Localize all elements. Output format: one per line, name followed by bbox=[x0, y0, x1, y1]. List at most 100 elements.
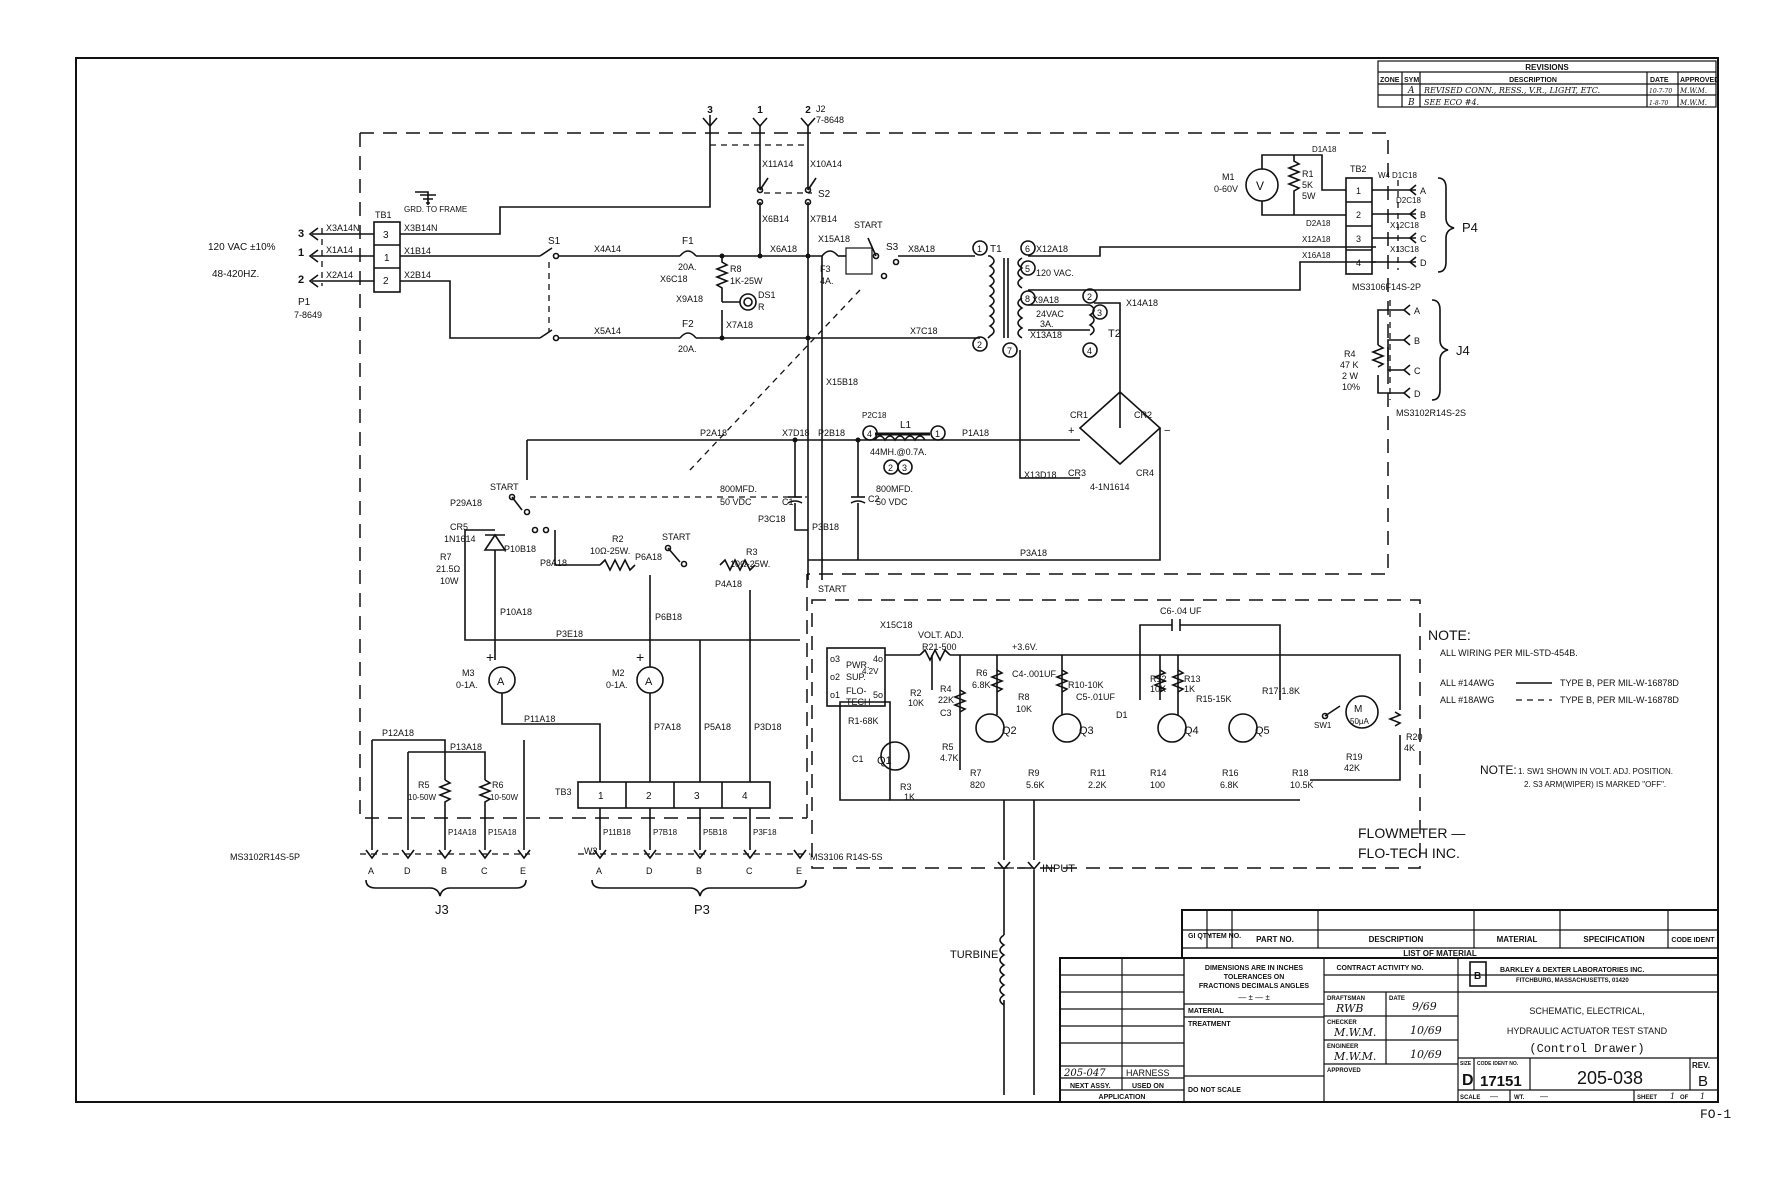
svg-text:+: + bbox=[1068, 425, 1074, 437]
start-switch-left[interactable]: START bbox=[490, 482, 550, 534]
voltmeter-m1: V M1 0-60V bbox=[1214, 168, 1279, 202]
svg-text:P3B18: P3B18 bbox=[812, 522, 839, 532]
svg-text:V: V bbox=[1256, 179, 1264, 193]
p1-connector-pn: 7-8649 bbox=[294, 310, 322, 320]
svg-text:D1A18: D1A18 bbox=[1312, 145, 1337, 154]
company-name: BARKLEY & DEXTER LABORATORIES INC. bbox=[1500, 967, 1644, 974]
svg-text:M.W.M.: M.W.M. bbox=[1333, 1050, 1376, 1063]
rev-header-approved: APPROVED bbox=[1680, 77, 1719, 84]
s3-start-switch[interactable]: START S3 bbox=[845, 220, 900, 280]
svg-text:X12C18: X12C18 bbox=[1390, 221, 1419, 230]
svg-text:3A.: 3A. bbox=[1040, 319, 1054, 329]
svg-text:F3: F3 bbox=[820, 264, 831, 274]
svg-text:2. S3 ARM(WIPER) IS MARKED "OF: 2. S3 ARM(WIPER) IS MARKED "OFF". bbox=[1524, 780, 1666, 789]
capacitor-c2: C2 800MFD. 50 VDC bbox=[850, 440, 913, 507]
svg-text:R20: R20 bbox=[1406, 732, 1423, 742]
svg-text:DATE: DATE bbox=[1389, 996, 1405, 1002]
j3-brace bbox=[365, 879, 527, 897]
s1-switch[interactable]: S1 bbox=[539, 236, 561, 342]
svg-text:START: START bbox=[662, 532, 691, 542]
resistor-r8: R8 1K-25W bbox=[714, 256, 763, 302]
svg-text:X6B14: X6B14 bbox=[762, 214, 789, 224]
svg-text:P11B18: P11B18 bbox=[603, 828, 631, 837]
transistor-q1: Q1 bbox=[877, 741, 910, 771]
svg-text:4-1N1614: 4-1N1614 bbox=[1090, 482, 1130, 492]
svg-text:2.2K: 2.2K bbox=[1088, 780, 1107, 790]
svg-text:1: 1 bbox=[384, 253, 390, 264]
svg-text:P7B18: P7B18 bbox=[653, 828, 678, 837]
sheet-size: D bbox=[1462, 1072, 1474, 1089]
svg-text:10K: 10K bbox=[1016, 704, 1032, 714]
svg-text:ALL WIRING PER MIL-STD-454B.: ALL WIRING PER MIL-STD-454B. bbox=[1440, 648, 1578, 658]
rev-header-date: DATE bbox=[1650, 77, 1669, 84]
fuse-f2: F2 20A. bbox=[678, 319, 697, 354]
svg-text:R3: R3 bbox=[900, 782, 912, 792]
potentiometer-r21[interactable]: R21-500 bbox=[919, 642, 957, 662]
svg-text:7-8648: 7-8648 bbox=[816, 115, 844, 125]
svg-text:0-60V: 0-60V bbox=[1214, 184, 1238, 194]
resistor-r1-meter: R1 5K 5W bbox=[1286, 155, 1316, 215]
svg-text:10K: 10K bbox=[908, 698, 924, 708]
svg-text:W3: W3 bbox=[584, 846, 598, 856]
svg-text:MS3102R14S-2S: MS3102R14S-2S bbox=[1396, 408, 1466, 418]
drawing-title-line1: SCHEMATIC, ELECTRICAL, bbox=[1529, 1006, 1644, 1016]
svg-text:L1: L1 bbox=[900, 420, 912, 431]
svg-text:1. SW1 SHOWN IN VOLT. ADJ. POS: 1. SW1 SHOWN IN VOLT. ADJ. POSITION. bbox=[1518, 767, 1673, 776]
svg-text:P3: P3 bbox=[694, 902, 710, 917]
svg-text:S3: S3 bbox=[886, 242, 899, 253]
svg-text:24VAC: 24VAC bbox=[1036, 309, 1064, 319]
svg-text:SIZE: SIZE bbox=[1460, 1061, 1472, 1067]
svg-text:1: 1 bbox=[598, 791, 604, 802]
svg-text:LIST OF MATERIAL: LIST OF MATERIAL bbox=[1403, 949, 1477, 958]
svg-text:R9: R9 bbox=[1028, 768, 1040, 778]
svg-text:50 VDC: 50 VDC bbox=[720, 497, 752, 507]
switch-sw1[interactable]: SW1 bbox=[1314, 705, 1341, 730]
p3-pin-arrows bbox=[593, 849, 807, 860]
svg-text:P10B18: P10B18 bbox=[504, 544, 536, 554]
svg-text:WT.: WT. bbox=[1514, 1095, 1525, 1101]
svg-text:B: B bbox=[696, 866, 702, 876]
resistor-r3: R3 10Ω-25W. bbox=[719, 547, 770, 572]
svg-text:P8A18: P8A18 bbox=[540, 558, 567, 568]
svg-text:X7A18: X7A18 bbox=[726, 320, 753, 330]
svg-text:X15A18: X15A18 bbox=[818, 234, 850, 244]
svg-text:1K: 1K bbox=[904, 792, 915, 802]
svg-text:R3: R3 bbox=[746, 547, 758, 557]
svg-text:5o: 5o bbox=[873, 690, 883, 700]
turbine-coil: TURBINE bbox=[950, 934, 1006, 1006]
svg-text:D2C18: D2C18 bbox=[1396, 196, 1421, 205]
svg-text:CODE IDENT: CODE IDENT bbox=[1671, 937, 1715, 944]
transistor-q4: Q4 bbox=[1157, 713, 1199, 743]
capacitor-c1: 800MFD. 50 VDC C1 bbox=[720, 440, 803, 507]
capacitor-c6-wires bbox=[1139, 624, 1281, 700]
svg-text:R6: R6 bbox=[492, 780, 504, 790]
svg-text:4: 4 bbox=[742, 791, 748, 802]
svg-text:REV.: REV. bbox=[1692, 1061, 1710, 1070]
svg-text:4o: 4o bbox=[873, 654, 883, 664]
svg-text:P1A18: P1A18 bbox=[962, 428, 989, 438]
drawing-border bbox=[75, 57, 1719, 1103]
svg-text:X9A18: X9A18 bbox=[1032, 295, 1059, 305]
frame-number: FO-1 bbox=[1700, 1107, 1731, 1122]
company-logo bbox=[1469, 961, 1487, 987]
svg-text:D: D bbox=[1420, 258, 1427, 268]
svg-text:X11A14: X11A14 bbox=[762, 159, 793, 169]
svg-text:MATERIAL: MATERIAL bbox=[1188, 1008, 1224, 1015]
svg-text:50 VDC: 50 VDC bbox=[876, 497, 908, 507]
svg-text:DIMENSIONS ARE IN INCHES: DIMENSIONS ARE IN INCHES bbox=[1205, 965, 1303, 972]
svg-text:A: A bbox=[596, 866, 602, 876]
svg-text:R2: R2 bbox=[910, 688, 922, 698]
svg-text:TYPE B, PER MIL-W-16878D: TYPE B, PER MIL-W-16878D bbox=[1560, 695, 1679, 705]
svg-text:100: 100 bbox=[1150, 780, 1165, 790]
svg-text:2: 2 bbox=[646, 791, 652, 802]
start-switch-middle[interactable] bbox=[664, 544, 688, 568]
svg-text:R19: R19 bbox=[1346, 752, 1363, 762]
svg-text:MS3102R14S-5P: MS3102R14S-5P bbox=[230, 852, 300, 862]
svg-text:R1-68K: R1-68K bbox=[848, 716, 879, 726]
svg-text:TURBINE: TURBINE bbox=[950, 949, 998, 961]
svg-text:A: A bbox=[1414, 306, 1420, 316]
svg-text:R13: R13 bbox=[1184, 674, 1201, 684]
svg-text:2: 2 bbox=[383, 276, 389, 287]
svg-text:SCALE: SCALE bbox=[1460, 1095, 1480, 1101]
svg-text:X5A14: X5A14 bbox=[594, 326, 621, 336]
